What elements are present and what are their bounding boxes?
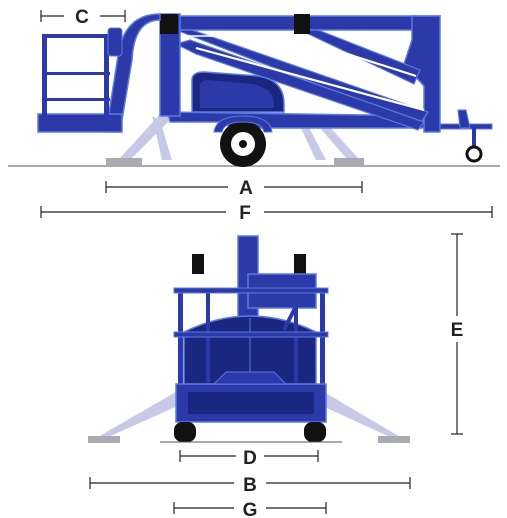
dimension-d: D bbox=[179, 448, 319, 469]
jib-arm bbox=[105, 13, 161, 133]
basket bbox=[37, 27, 123, 133]
tow-bar-hitch bbox=[457, 109, 471, 129]
rear-cap-right bbox=[294, 254, 306, 274]
rear-basket-post-mid-right bbox=[294, 290, 298, 386]
rear-axle-bracket bbox=[212, 371, 288, 385]
rear-basket-post-left bbox=[178, 290, 183, 386]
outrigger-pad-rear bbox=[106, 158, 142, 166]
rear-outrigger-left bbox=[96, 392, 182, 438]
basket-floor bbox=[37, 113, 123, 133]
rear-cap-left bbox=[192, 254, 204, 274]
rear-basket-diagonal bbox=[282, 297, 302, 331]
rear-basket-post-mid-left bbox=[206, 290, 210, 386]
basket-rail-top bbox=[42, 34, 110, 38]
boom-stripe-2 bbox=[309, 40, 417, 78]
rear-basket-rail-top bbox=[173, 287, 329, 294]
dimension-g: G bbox=[173, 500, 327, 518]
dimension-b-label: B bbox=[243, 475, 257, 496]
wheel-fender bbox=[213, 115, 273, 133]
boom-stripe-1 bbox=[195, 46, 425, 112]
rear-basket-rail-mid bbox=[173, 331, 329, 338]
rear-basket-post-right bbox=[320, 290, 325, 386]
basket-control-box bbox=[107, 27, 123, 57]
dimension-e: E bbox=[451, 233, 464, 435]
rear-wheel-left bbox=[174, 422, 196, 442]
rear-outrigger-pad-left bbox=[88, 436, 120, 443]
jockey-post bbox=[472, 128, 476, 146]
wheel-hub bbox=[239, 140, 247, 148]
jockey-wheel bbox=[465, 145, 483, 163]
outrigger-pad-front bbox=[334, 158, 364, 166]
basket-rail-mid bbox=[42, 72, 110, 75]
outrigger-rear-inner bbox=[152, 116, 172, 160]
rear-chassis-inset bbox=[188, 392, 314, 414]
basket-post-left bbox=[42, 36, 47, 116]
dimension-d-label: D bbox=[243, 448, 257, 469]
dimension-e-label: E bbox=[451, 320, 464, 341]
dimension-c-label: C bbox=[75, 7, 89, 28]
rear-view bbox=[88, 235, 410, 443]
dimension-b: B bbox=[89, 475, 411, 496]
dimension-f: F bbox=[40, 203, 493, 224]
basket-post-right bbox=[104, 36, 109, 116]
side-view bbox=[8, 13, 500, 167]
engine-cover-inner bbox=[200, 80, 274, 108]
boom-diagonal-3 bbox=[174, 39, 425, 131]
basket-rail-low bbox=[42, 98, 110, 101]
dimension-c: C bbox=[40, 7, 126, 28]
pivot-cap-rear bbox=[160, 14, 178, 34]
rear-outrigger-pad-right bbox=[378, 436, 410, 443]
dimension-g-label: G bbox=[243, 500, 258, 518]
dimension-a: A bbox=[105, 178, 363, 199]
rear-wheel-right bbox=[304, 422, 326, 442]
dimension-a-label: A bbox=[239, 178, 253, 199]
rear-outrigger-right bbox=[318, 392, 402, 438]
dimension-f-label: F bbox=[239, 203, 251, 224]
pivot-cap-mid bbox=[294, 14, 310, 34]
